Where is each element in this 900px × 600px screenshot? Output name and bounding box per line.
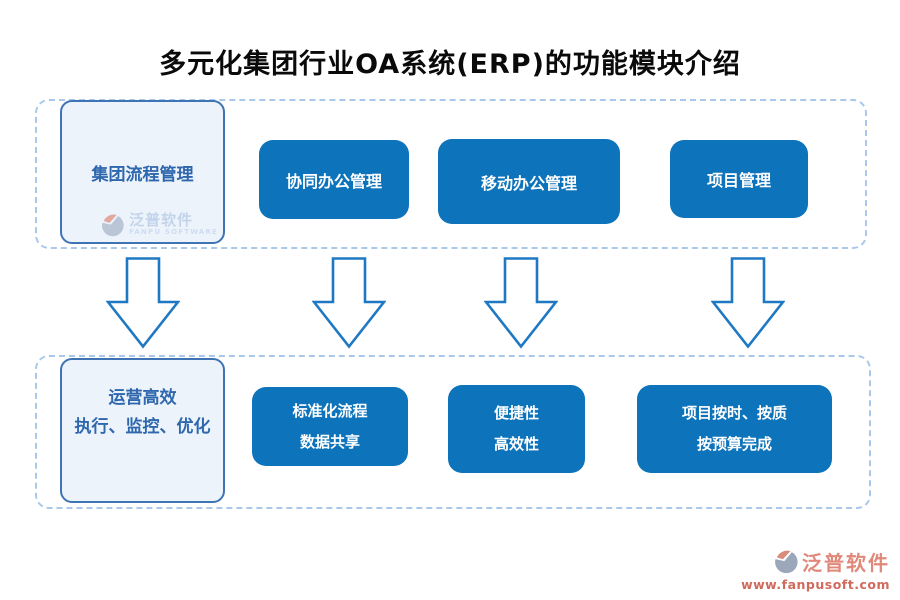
module-box-project-management: 项目管理	[670, 140, 808, 218]
watermark-brand-subtitle: FANPU SOFTWARE	[129, 228, 218, 237]
benefit-line: 项目按时、按质	[681, 404, 787, 422]
benefit-box-project-delivery: 项目按时、按质 按预算完成	[637, 385, 832, 473]
module-label: 项目管理	[706, 171, 771, 190]
top-modules-container: 集团流程管理 泛普软件 FANPU SOFTWARE 协同办公管理 移动办公管理…	[35, 99, 867, 249]
module-label: 移动办公管理	[480, 173, 577, 193]
module-box-collaborative-office: 协同办公管理	[259, 140, 409, 219]
module-box-mobile-office: 移动办公管理	[438, 139, 620, 224]
benefit-line: 数据共享	[299, 432, 360, 451]
down-arrow-icon	[484, 257, 558, 349]
fanpu-watermark: 泛普软件 FANPU SOFTWARE	[99, 212, 218, 238]
fanpu-brand-name: 泛普软件	[802, 551, 890, 575]
lead-box-label: 集团流程管理	[91, 164, 194, 185]
lead-box-group-process: 集团流程管理 泛普软件 FANPU SOFTWARE	[60, 100, 225, 244]
lead-box-line: 执行、监控、优化	[74, 417, 211, 437]
benefit-line: 高效性	[493, 435, 539, 453]
bottom-benefits-container: 运营高效 执行、监控、优化 标准化流程 数据共享 便捷性 高效性 项目按时、按质…	[35, 355, 871, 509]
lead-box-operations-result: 运营高效 执行、监控、优化	[60, 358, 225, 503]
watermark-brand-name: 泛普软件	[129, 211, 194, 230]
fanpu-logo-icon	[102, 214, 124, 237]
module-label: 协同办公管理	[285, 171, 382, 191]
down-arrow-icon	[106, 257, 180, 349]
benefit-line: 按预算完成	[696, 435, 772, 453]
fanpu-logo: 泛普软件 www.fanpusoft.com	[741, 547, 890, 592]
benefit-box-convenience-efficiency: 便捷性 高效性	[448, 385, 585, 473]
fanpu-website-url: www.fanpusoft.com	[741, 577, 890, 592]
benefit-box-standardized-process: 标准化流程 数据共享	[252, 387, 408, 466]
down-arrow-icon	[312, 257, 386, 349]
down-arrow-icon	[711, 257, 785, 349]
fanpu-logo-icon	[775, 550, 798, 574]
benefit-line: 标准化流程	[292, 401, 368, 420]
diagram-title: 多元化集团行业OA系统(ERP)的功能模块介绍	[159, 49, 741, 80]
benefit-line: 便捷性	[493, 404, 539, 422]
lead-box-line: 运营高效	[108, 388, 177, 408]
